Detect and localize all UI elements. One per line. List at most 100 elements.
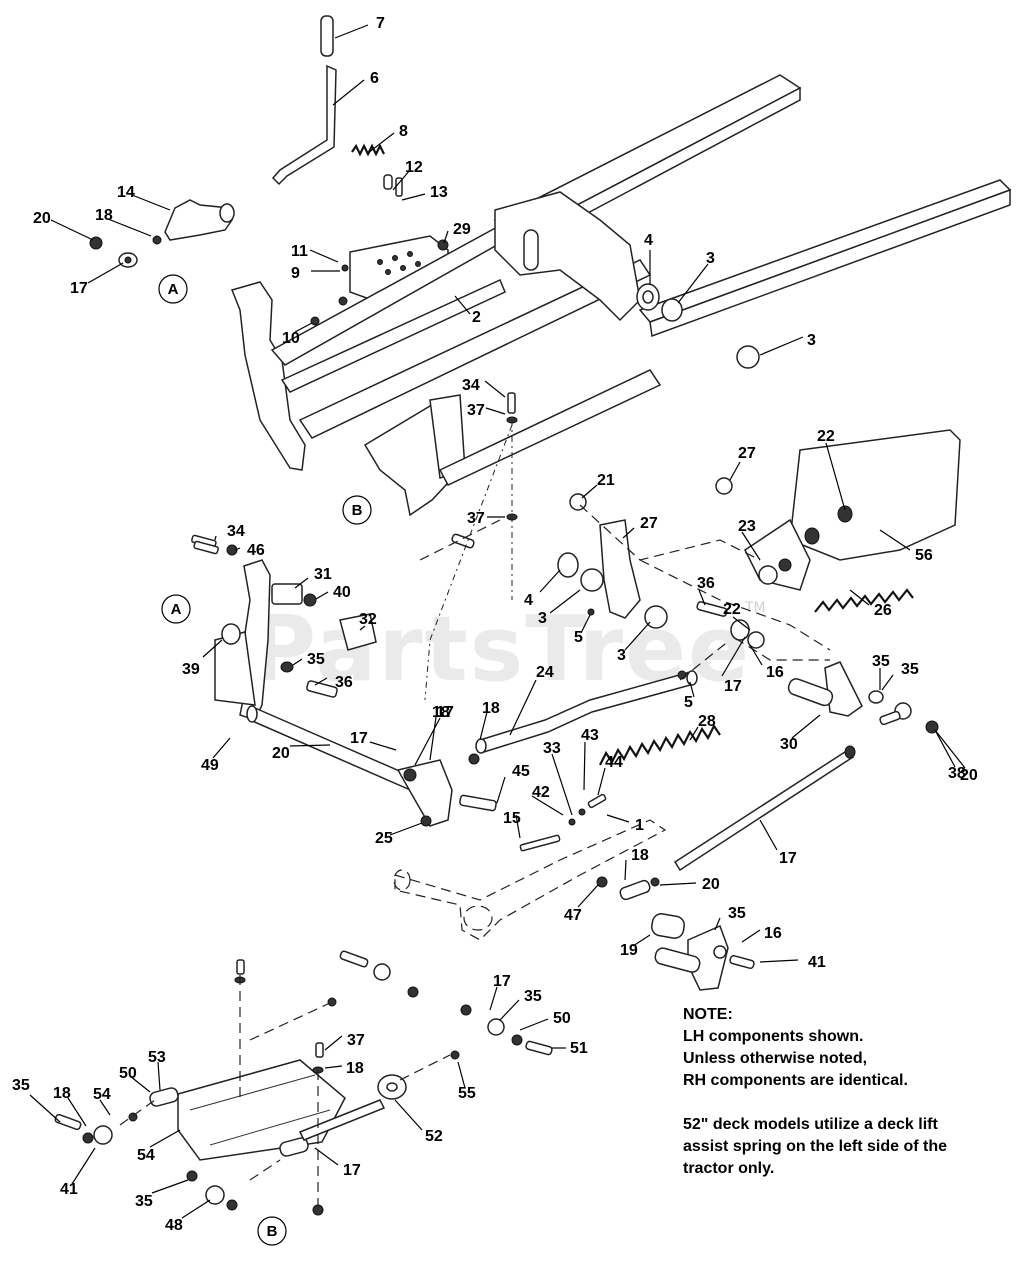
- callout-leader: [234, 547, 241, 551]
- callout-leader: [622, 527, 635, 539]
- part-callout: 5: [684, 694, 693, 711]
- bracket-47: [596, 876, 755, 991]
- callout-leader: [99, 1099, 111, 1116]
- note-line: LH components shown.: [683, 1028, 864, 1045]
- part-callout: 12: [405, 159, 423, 176]
- callout-leader: [289, 744, 331, 747]
- part-callout: 7: [376, 15, 385, 32]
- part-callout: 24: [536, 664, 554, 681]
- part-callout: 40: [333, 584, 351, 601]
- callout-leader: [759, 959, 799, 963]
- callout-leader: [129, 1075, 151, 1093]
- part-callout: 17: [343, 1162, 361, 1179]
- part-callout: 36: [335, 674, 353, 691]
- callout-leader: [729, 461, 741, 481]
- right-bracket: [696, 429, 961, 617]
- part-callout: 22: [817, 428, 835, 445]
- tractor-frame: [230, 74, 1012, 549]
- note-heading: NOTE:: [683, 1006, 733, 1023]
- part-callout: 55: [458, 1085, 476, 1102]
- callout-leader: [624, 621, 651, 651]
- callout-leader: [151, 1179, 189, 1194]
- part-callout: 43: [581, 727, 599, 744]
- part-callout: 54: [137, 1147, 155, 1164]
- part-callout: 34: [227, 523, 245, 540]
- note-line: tractor only.: [683, 1160, 775, 1177]
- svg-text:B: B: [352, 502, 363, 519]
- callout-leader: [429, 716, 437, 761]
- rod-25: [673, 745, 856, 872]
- part-callout: 35: [524, 988, 542, 1005]
- part-callout: 37: [467, 402, 485, 419]
- ref-marker-b-bottom: B: [257, 1216, 287, 1246]
- callout-leader: [315, 591, 329, 600]
- lift-link-24: [468, 670, 698, 765]
- lift-handle-group: [271, 15, 385, 186]
- callout-leader: [539, 569, 561, 593]
- part-callout: 5: [574, 629, 583, 646]
- part-callout: 42: [532, 784, 550, 801]
- part-callout: 38: [948, 765, 966, 782]
- callout-leader: [499, 999, 520, 1021]
- part-callout: 26: [874, 602, 892, 619]
- part-callout: 28: [698, 713, 716, 730]
- ref-marker-a-top: A: [158, 274, 188, 304]
- callout-leader: [632, 934, 651, 947]
- callout-leader: [551, 753, 573, 816]
- callout-leader: [309, 249, 339, 263]
- part-callout: 56: [915, 547, 933, 564]
- callout-leader: [721, 636, 746, 677]
- svg-text:A: A: [168, 281, 179, 298]
- callout-leader: [67, 1097, 87, 1127]
- note-block: NOTE: LH components shown. Unless otherw…: [683, 1004, 1003, 1180]
- part-callout: 16: [766, 664, 784, 681]
- part-callout: 36: [697, 575, 715, 592]
- part-callout: 29: [453, 221, 471, 238]
- part-callout: 52: [425, 1128, 443, 1145]
- assembly-lines: [119, 420, 831, 1205]
- part-callout: 2: [472, 309, 481, 326]
- callout-leader: [515, 814, 521, 839]
- callout-leader: [714, 917, 721, 931]
- callout-leader: [214, 535, 217, 541]
- callout-leader: [294, 322, 313, 333]
- part-callout: 6: [370, 70, 379, 87]
- callout-leader: [324, 1035, 343, 1051]
- callout-leader: [496, 776, 506, 804]
- callout-leader: [597, 767, 606, 796]
- callout-leader: [759, 819, 778, 851]
- part-callout: 37: [467, 510, 485, 527]
- part-callout: 50: [553, 1010, 571, 1027]
- part-callout: 3: [807, 332, 816, 349]
- callout-leader: [202, 639, 223, 658]
- callout-leader: [332, 79, 365, 106]
- part-callout: 44: [605, 754, 623, 771]
- part-callout: 35: [307, 651, 325, 668]
- part-callout: 18: [631, 847, 649, 864]
- callout-leader: [934, 729, 956, 768]
- part-callout: 17: [779, 850, 797, 867]
- part-callout: 17: [70, 280, 88, 297]
- part-callout: 33: [543, 740, 561, 757]
- callout-leader: [689, 726, 699, 741]
- callout-leader: [157, 1061, 161, 1091]
- ref-marker-b-mid: B: [342, 495, 372, 525]
- callout-leader: [401, 193, 426, 201]
- part-callout: 35: [872, 653, 890, 670]
- part-callout: 51: [570, 1040, 588, 1057]
- part-callout: 8: [399, 123, 408, 140]
- part-callout: 13: [430, 184, 448, 201]
- note-line: Unless otherwise noted,: [683, 1050, 868, 1067]
- callout-leader: [367, 132, 395, 154]
- bottom-rod-ends: [54, 950, 553, 1211]
- rod-end-assembly-mid: [730, 619, 939, 734]
- part-callout: 18: [53, 1085, 71, 1102]
- callout-leader: [749, 644, 763, 666]
- part-callout: 53: [148, 1049, 166, 1066]
- callout-leader: [359, 625, 366, 631]
- callout-leader: [659, 882, 697, 886]
- part-callout: 19: [620, 942, 638, 959]
- callout-leader: [732, 616, 751, 631]
- part-callout: 15: [503, 810, 521, 827]
